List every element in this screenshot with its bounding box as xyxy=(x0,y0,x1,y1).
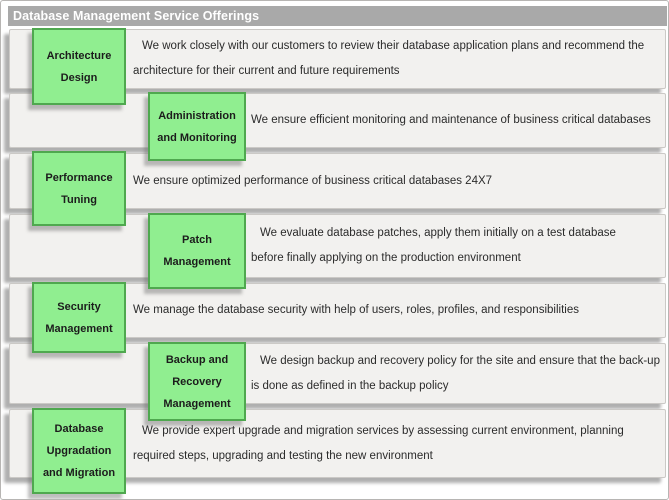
category-label-line: Database xyxy=(54,423,104,435)
category-label-line: Design xyxy=(60,71,98,84)
header-bar: Database Management Service Offerings xyxy=(8,6,667,26)
description-line: We manage the database security with hel… xyxy=(133,304,579,316)
description-line: We provide expert upgrade and migration … xyxy=(142,424,624,437)
category-tag-patch-management: Patch Management xyxy=(148,213,246,289)
category-label-line: Administration xyxy=(158,109,236,122)
category-tag-backup-recovery: Backup and Recovery Management xyxy=(148,342,246,421)
row-description-patch-management: We evaluate database patches, apply them… xyxy=(251,214,661,278)
category-tag-database-upgradation: Database Upgradation and Migration xyxy=(32,408,126,494)
row-description-architecture-design: We work closely with our customers to re… xyxy=(133,29,661,89)
row-panel-backup-recovery xyxy=(9,343,666,404)
category-label-line: Performance xyxy=(45,171,113,184)
category-label-line: Management xyxy=(163,397,231,410)
category-label-line: Recovery xyxy=(172,375,222,388)
category-label-line: Backup and xyxy=(165,353,229,366)
row-description-administration-monitoring: We ensure efficient monitoring and maint… xyxy=(251,93,661,148)
category-tag-security-management: Security Management xyxy=(32,282,126,353)
row-description-backup-recovery: We design backup and recovery policy for… xyxy=(251,343,661,404)
category-label-line: Management xyxy=(163,256,231,268)
description-line: We design backup and recovery policy for… xyxy=(260,354,660,367)
category-tag-performance-tuning: Performance Tuning xyxy=(32,151,126,226)
category-label-line: Management xyxy=(45,322,113,335)
category-label-line: Tuning xyxy=(61,193,97,206)
page-title: Database Management Service Offerings xyxy=(13,9,260,23)
category-label-line: Upgradation xyxy=(46,445,112,457)
category-label-line: and Monitoring xyxy=(157,131,237,144)
description-line: We ensure optimized performance of busin… xyxy=(133,174,493,187)
description-line: We ensure efficient monitoring and maint… xyxy=(251,114,651,126)
category-label-line: Security xyxy=(57,300,101,313)
category-tag-administration-monitoring: Administration and Monitoring xyxy=(148,92,246,161)
description-line: architecture for their current and futur… xyxy=(133,65,400,77)
description-line: We work closely with our customers to re… xyxy=(142,40,645,52)
category-label-line: Architecture xyxy=(46,49,112,62)
category-label-line: and Migration xyxy=(42,467,116,479)
description-line: required steps, upgrading and testing th… xyxy=(133,449,433,462)
row-description-security-management: We manage the database security with hel… xyxy=(133,283,661,338)
description-line: is done as defined in the backup policy xyxy=(251,379,449,392)
category-tag-architecture-design: Architecture Design xyxy=(32,28,126,105)
row-description-database-upgradation: We provide expert upgrade and migration … xyxy=(133,409,661,478)
description-line: before finally applying on the productio… xyxy=(251,252,521,264)
description-line: We evaluate database patches, apply them… xyxy=(260,227,616,239)
row-description-performance-tuning: We ensure optimized performance of busin… xyxy=(133,153,661,209)
category-label-line: Patch xyxy=(182,234,212,246)
